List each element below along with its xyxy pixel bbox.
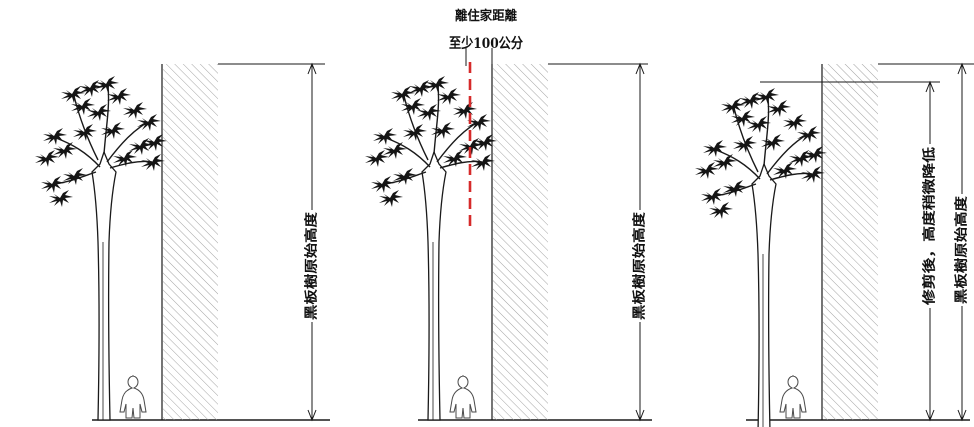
dimension-arrow-top	[957, 62, 967, 75]
person-figure	[449, 375, 477, 419]
original-height-label: 黑板樹原始高度	[632, 211, 648, 320]
panel-3: 修剪後，高度稍微降低 黑板樹原始高度	[695, 62, 974, 427]
tree-original	[365, 76, 497, 420]
house-hatch	[163, 64, 218, 420]
pruned-height-label: 修剪後，高度稍微降低	[922, 147, 938, 306]
dimension-arrow-top	[925, 80, 935, 93]
dimension-arrow-top	[307, 62, 317, 75]
house-hatch	[493, 64, 548, 420]
dimension-arrow-bottom	[925, 409, 935, 422]
dimension-arrow-bottom	[957, 409, 967, 422]
house-hatch	[823, 64, 878, 420]
dimension-arrow-bottom	[635, 409, 645, 422]
dimension-arrow-bottom	[307, 409, 317, 422]
person-figure	[119, 375, 147, 419]
distance-label-line2: 至少100公分	[449, 35, 523, 52]
tree-pruned	[695, 88, 827, 427]
person-figure	[779, 375, 807, 419]
original-height-label: 黑板樹原始高度	[304, 211, 320, 320]
panel-2: 離住家距離 至少100公分 黑板樹原始高度	[365, 8, 653, 422]
tree-original	[35, 76, 167, 420]
dimension-arrow-top	[635, 62, 645, 75]
distance-label-line1: 離住家距離	[455, 8, 517, 24]
original-height-label: 黑板樹原始高度	[954, 195, 970, 304]
panel-1: 黑板樹原始高度	[35, 62, 330, 422]
